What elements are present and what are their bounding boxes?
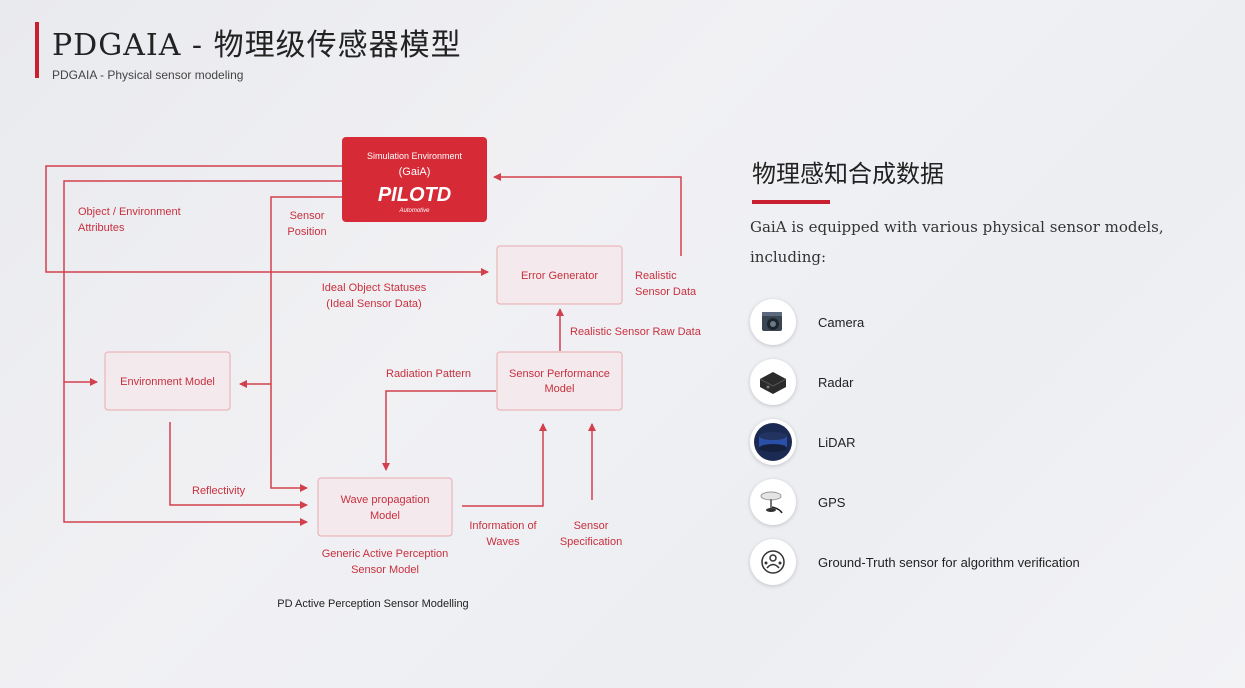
label-object-env-2: Attributes — [78, 222, 125, 234]
label-sensor-position-2: Position — [287, 226, 326, 238]
sensor-name: Radar — [818, 374, 854, 390]
line-info-waves — [462, 423, 547, 507]
sensor-item-camera: Camera — [750, 298, 864, 346]
wave-propagation-label-2: Model — [370, 510, 400, 522]
label-ideal-statuses-2: (Ideal Sensor Data) — [326, 298, 421, 310]
wave-propagation-label-1: Wave propagation — [341, 494, 430, 506]
error-generator-box: Error Generator — [496, 245, 623, 305]
line-realistic-sensor-data — [493, 173, 682, 256]
simulation-environment-box: Simulation Environment (GaiA) PILOTD Aut… — [342, 137, 487, 222]
label-sensor-position-1: Sensor — [290, 210, 325, 222]
title-accent-bar — [35, 22, 39, 78]
line-radiation-pattern — [382, 390, 496, 471]
page-title: PDGAIA - 物理级传感器模型 — [52, 28, 462, 63]
camera-icon — [750, 299, 796, 345]
pilotd-logo-sub: Automotive — [398, 208, 430, 214]
label-object-env-1: Object / Environment — [78, 206, 181, 218]
environment-model-label: Environment Model — [120, 376, 215, 388]
label-generic-active-1: Generic Active Perception — [322, 548, 449, 560]
sensor-performance-box: Sensor Performance Model — [496, 351, 623, 411]
wave-propagation-box: Wave propagation Model — [317, 477, 453, 537]
environment-model-box: Environment Model — [104, 351, 231, 411]
sensor-performance-label-2: Model — [545, 383, 575, 395]
sim-env-line1: Simulation Environment — [367, 151, 463, 161]
ground-truth-icon — [750, 539, 796, 585]
sensor-name: Camera — [818, 314, 865, 330]
sensor-name: LiDAR — [818, 434, 856, 450]
sensor-model-diagram: Simulation Environment (GaiA) PILOTD Aut… — [45, 137, 702, 610]
gps-icon — [750, 479, 796, 525]
pilotd-logo-text: PILOTD — [378, 184, 451, 206]
label-generic-active-2: Sensor Model — [351, 564, 419, 576]
line-sim-to-wave-lower — [63, 382, 308, 526]
line-reflectivity — [169, 422, 308, 509]
right-title-underline — [752, 200, 830, 204]
sensor-item-radar: Radar — [750, 358, 853, 406]
label-realistic-sensor-2: Sensor Data — [635, 286, 697, 298]
line-object-env-attrs — [45, 165, 489, 276]
sensor-name: GPS — [818, 494, 846, 510]
radar-icon — [750, 359, 796, 405]
label-sensor-spec-1: Sensor — [574, 520, 609, 532]
diagram-caption: PD Active Perception Sensor Modelling — [277, 598, 468, 610]
right-section-title: 物理感知合成数据 — [752, 160, 944, 188]
label-info-waves-2: Waves — [486, 536, 520, 548]
line-sensor-position — [270, 196, 342, 492]
lidar-icon — [750, 419, 796, 465]
label-ideal-statuses-1: Ideal Object Statuses — [322, 282, 427, 294]
sensor-item-ground-truth: Ground-Truth sensor for algorithm verifi… — [750, 538, 1080, 586]
error-generator-label: Error Generator — [521, 270, 598, 282]
label-sensor-spec-2: Specification — [560, 536, 622, 548]
label-radiation-pattern: Radiation Pattern — [386, 368, 471, 380]
sim-env-line2: (GaiA) — [399, 166, 431, 178]
label-raw-data: Realistic Sensor Raw Data — [570, 326, 702, 338]
sensor-name: Ground-Truth sensor for algorithm verifi… — [818, 554, 1080, 570]
label-info-waves-1: Information of — [469, 520, 537, 532]
sensor-item-lidar: LiDAR — [750, 418, 856, 466]
page-subtitle: PDGAIA - Physical sensor modeling — [52, 68, 244, 82]
line-sim-to-env-model — [63, 180, 342, 386]
sensor-performance-label-1: Sensor Performance — [509, 368, 610, 380]
label-reflectivity: Reflectivity — [192, 485, 246, 497]
right-description: GaiA is equipped with various physical s… — [750, 218, 1164, 266]
label-realistic-sensor-1: Realistic — [635, 270, 677, 282]
sensor-item-gps: GPS — [750, 478, 845, 526]
